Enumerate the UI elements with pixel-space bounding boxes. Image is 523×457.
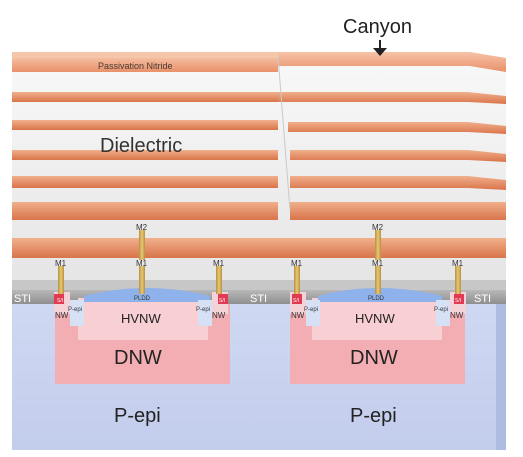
substrate-side [496,304,506,450]
pldd-label-2: PLDD [368,296,385,302]
m1-label-6: M1 [452,259,464,268]
nw-label-2: NW [212,311,226,320]
pldd-right [318,288,442,302]
sti-labels: STI STI STI [14,293,491,305]
canyon-callout: Canyon [343,16,412,56]
band-right-3 [290,150,506,162]
via-m1-left-b [216,266,222,294]
passivation-left [12,56,278,72]
contact-label-4: S/I [455,298,461,304]
pepi-small-left-b [198,300,212,326]
contact-left-a [54,294,64,304]
passivation-label: Passivation Nitride [98,61,173,71]
pepi-small-left-a [70,300,84,326]
nw-label-4: NW [450,311,464,320]
m1-label-1: M1 [55,259,67,268]
nw-label-1: NW [55,311,69,320]
pepi-label-left: P-epi [114,405,161,427]
pepi-small-label-2: P-epi [196,307,210,313]
vias [58,230,461,294]
pepi-small-right-a [306,300,320,326]
contact-right-a [292,294,302,304]
contact-right-b [454,294,464,304]
region-labels: HVNW HVNW DNW DNW P-epi P-epi [114,311,398,427]
hvnw-right [312,298,442,340]
band-left-1 [12,92,278,102]
contact-label-3: S/I [293,298,299,304]
passivation-nitride: Passivation Nitride [12,52,506,72]
dnw-label-left: DNW [114,347,162,369]
canyon-wall [277,55,291,211]
via-m1-left-a [58,266,64,294]
via-m1-right-a [294,266,300,294]
via-m1-left-center [139,266,145,294]
via-m1-right-center [375,266,381,294]
pepi-small-label-1: P-epi [68,307,82,313]
m1-label-2: M1 [136,259,148,268]
m2-label-2: M2 [372,223,384,232]
pepi-small-label-4: P-epi [434,307,448,313]
device-right [290,288,466,384]
band-right-1 [278,92,506,104]
sti-label-1: STI [14,293,31,305]
pepi-small-right-b [436,300,450,326]
hvnw-left [78,298,208,340]
hvnw-label-left: HVNW [121,311,161,326]
contact-label-2: S/I [219,298,225,304]
via-m2-left [139,230,145,260]
passivation-right [278,52,506,72]
m2-label-1: M2 [136,223,148,232]
band-left-2 [12,120,278,130]
contact-label-1: S/I [57,298,63,304]
pepi-label-right: P-epi [350,405,397,427]
m1-label-5: M1 [372,259,384,268]
metal-labels: M1 M1 M1 M2 M1 M1 M1 M2 [55,223,464,268]
dnw-label-right: DNW [350,347,398,369]
sti-top [12,280,506,290]
small-labels: NW NW NW NW P-epi P-epi P-epi P-epi PLDD… [55,296,464,320]
canyon-label: Canyon [343,16,412,38]
nw-label-3: NW [291,311,305,320]
pldd-left [84,288,210,302]
sti-label-2: STI [250,293,267,305]
band-right-6 [278,238,506,258]
sti-label-3: STI [474,293,491,305]
m1-label-3: M1 [213,259,225,268]
passivation-top-edge [12,52,278,58]
hvnw-label-right: HVNW [355,311,395,326]
contact-left-b [218,294,228,304]
band-right-5 [290,202,506,220]
pldd-label-1: PLDD [134,296,151,302]
band-right-2 [288,122,506,134]
band-right-4 [290,176,506,190]
nitride-bands-right [278,92,506,258]
band-left-3 [12,150,278,160]
dielectric-label: Dielectric [100,135,182,157]
via-m2-right [375,230,381,260]
band-left-5 [12,202,278,220]
m1-label-4: M1 [291,259,303,268]
device-left [54,288,230,384]
band-left-4 [12,176,278,188]
canyon-arrow-head [373,48,387,56]
via-m1-right-b [455,266,461,294]
pepi-small-label-3: P-epi [304,307,318,313]
